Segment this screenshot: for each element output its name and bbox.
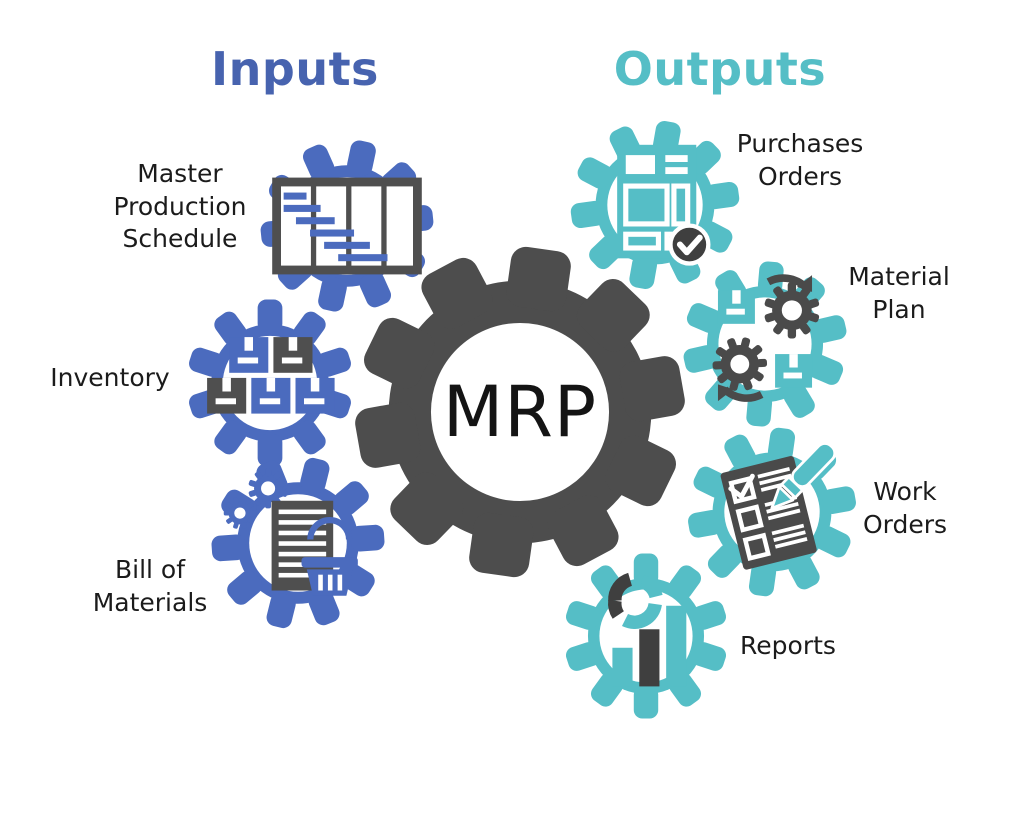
document-gears-basket-icon <box>219 468 358 596</box>
label-material-plan: Material Plan <box>848 262 950 324</box>
input-gear-master-production-schedule <box>259 138 435 314</box>
label-bill-of-materials: Bill of Materials <box>92 555 208 617</box>
mrp-label: MRP <box>442 371 598 453</box>
output-gear-work-orders <box>686 426 858 598</box>
label-reports: Reports <box>740 631 836 660</box>
gantt-schedule-icon <box>272 177 422 275</box>
output-gear-reports <box>562 552 730 720</box>
label-work-orders: Work Orders <box>862 477 948 539</box>
donut-bar-chart-icon <box>608 572 687 687</box>
label-inventory: Inventory <box>50 363 170 392</box>
label-master-production-schedule: Master Production Schedule <box>113 159 247 253</box>
gear-icon <box>354 246 686 578</box>
inputs-title: Inputs <box>211 42 379 96</box>
label-purchases-orders: Purchases Orders <box>736 129 864 191</box>
output-gear-purchases-orders <box>569 119 741 291</box>
input-gear-bill-of-materials <box>210 455 386 631</box>
checklist-pen-icon <box>720 442 837 570</box>
input-gear-inventory <box>185 298 355 468</box>
inventory-boxes-icon <box>207 337 335 414</box>
boxes-gears-cycle-icon <box>706 274 820 402</box>
invoice-check-icon <box>617 144 711 266</box>
mrp-center-gear <box>354 246 686 578</box>
output-gear-material-plan <box>681 260 849 428</box>
outputs-title: Outputs <box>613 42 827 96</box>
